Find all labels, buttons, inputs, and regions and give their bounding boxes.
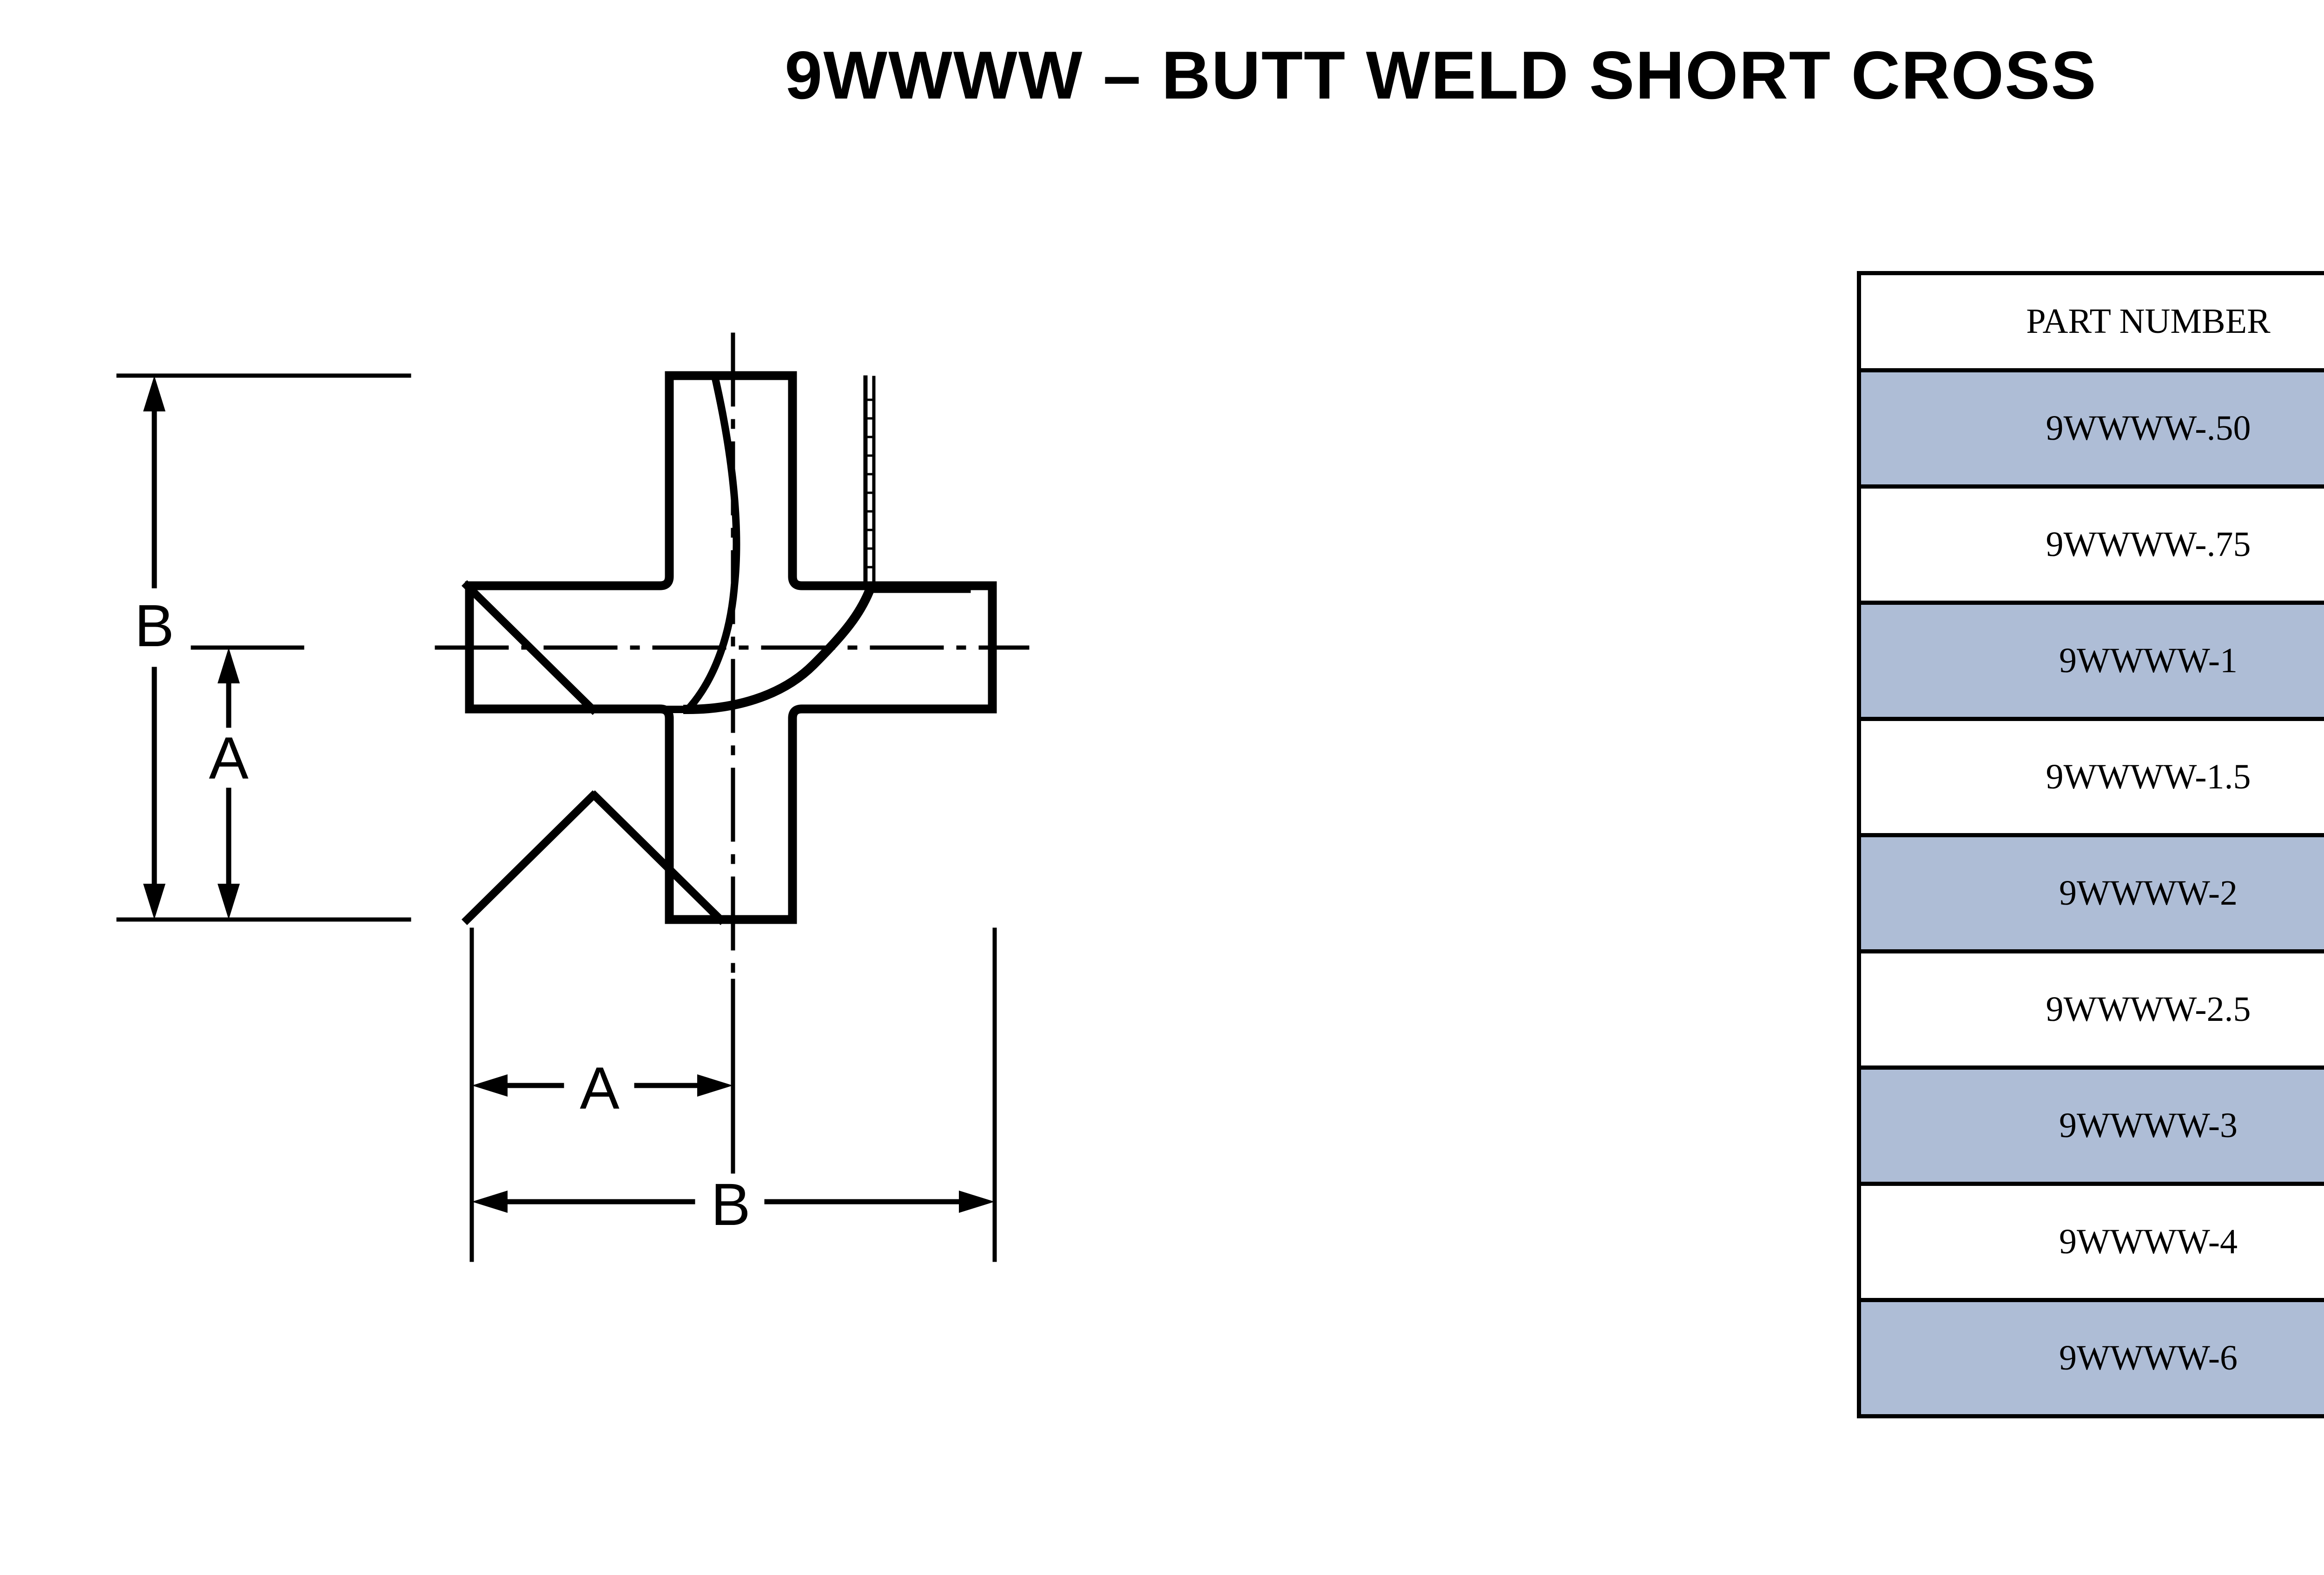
- table-row: 9WWWW-332.5945.188: [1857, 1065, 2324, 1186]
- cell-part-number: 9WWWW-2: [1857, 833, 2324, 953]
- table-row: 9WWWW-1.51-1/21.6563.312: [1857, 717, 2324, 837]
- table-row: 9WWWW-.753/41.1252.250: [1857, 484, 2324, 605]
- table-row: 9WWWW-111.1252.250: [1857, 601, 2324, 721]
- weld-bevel-lower-right: [589, 790, 726, 926]
- cell-part-number: 9WWWW-1.5: [1857, 717, 2324, 837]
- a-horizontal-arrow-right: [697, 1074, 733, 1097]
- table-row: 9WWWW-665.62511.250: [1857, 1298, 2324, 1418]
- bore-wall-hatch: [867, 398, 875, 587]
- weld-bevel-lower-left: [461, 790, 599, 926]
- table-row: 9WWWW-.501/2.7501.500: [1857, 368, 2324, 489]
- cross-body-outline: [465, 371, 997, 924]
- dimension-label-a-vertical: A: [209, 725, 249, 792]
- b-horizontal-arrow-left: [472, 1191, 508, 1213]
- header-row: PART NUMBER SIZE (inches) A (inches) B (…: [1857, 271, 2324, 372]
- page-title: 9WWWW – BUTT WELD SHORT CROSS: [785, 37, 2097, 113]
- a-vertical-arrow-up: [218, 648, 240, 683]
- cell-part-number: 9WWWW-3: [1857, 1065, 2324, 1186]
- dimension-label-a-horizontal: A: [580, 1055, 620, 1122]
- spec-table: PART NUMBER SIZE (inches) A (inches) B (…: [1857, 271, 2324, 1418]
- spec-table-container: PART NUMBER SIZE (inches) A (inches) B (…: [1857, 271, 2324, 1418]
- cell-part-number: 9WWWW-4: [1857, 1182, 2324, 1302]
- table-row: 9WWWW-2.52-1/22.3444.688: [1857, 949, 2324, 1070]
- header-main-text: PART NUMBER: [2026, 302, 2271, 341]
- column-header-part-number: PART NUMBER: [1857, 271, 2324, 372]
- dimension-label-b-vertical: B: [134, 593, 174, 659]
- bore-wall-hatch-horizontal: [872, 582, 968, 591]
- table-row: 9WWWW-222.0634.125: [1857, 833, 2324, 953]
- dimension-label-b-horizontal: B: [711, 1171, 750, 1238]
- table-body: 9WWWW-.501/2.7501.5009WWWW-.753/41.1252.…: [1857, 368, 2324, 1418]
- b-vertical-arrow-up: [143, 376, 165, 411]
- cell-part-number: 9WWWW-.75: [1857, 484, 2324, 605]
- bore-inner-wall: [683, 585, 876, 715]
- b-vertical-arrow-down: [143, 884, 165, 920]
- table-row: 9WWWW-443.4386.875: [1857, 1182, 2324, 1302]
- a-horizontal-arrow-left: [472, 1074, 508, 1097]
- table-header: PART NUMBER SIZE (inches) A (inches) B (…: [1857, 271, 2324, 372]
- cell-part-number: 9WWWW-.50: [1857, 368, 2324, 489]
- a-vertical-arrow-down: [218, 884, 240, 920]
- cell-part-number: 9WWWW-2.5: [1857, 949, 2324, 1070]
- cell-part-number: 9WWWW-1: [1857, 601, 2324, 721]
- cell-part-number: 9WWWW-6: [1857, 1298, 2324, 1418]
- technical-drawing: B A A B: [84, 325, 1367, 1441]
- b-horizontal-arrow-right: [959, 1191, 995, 1213]
